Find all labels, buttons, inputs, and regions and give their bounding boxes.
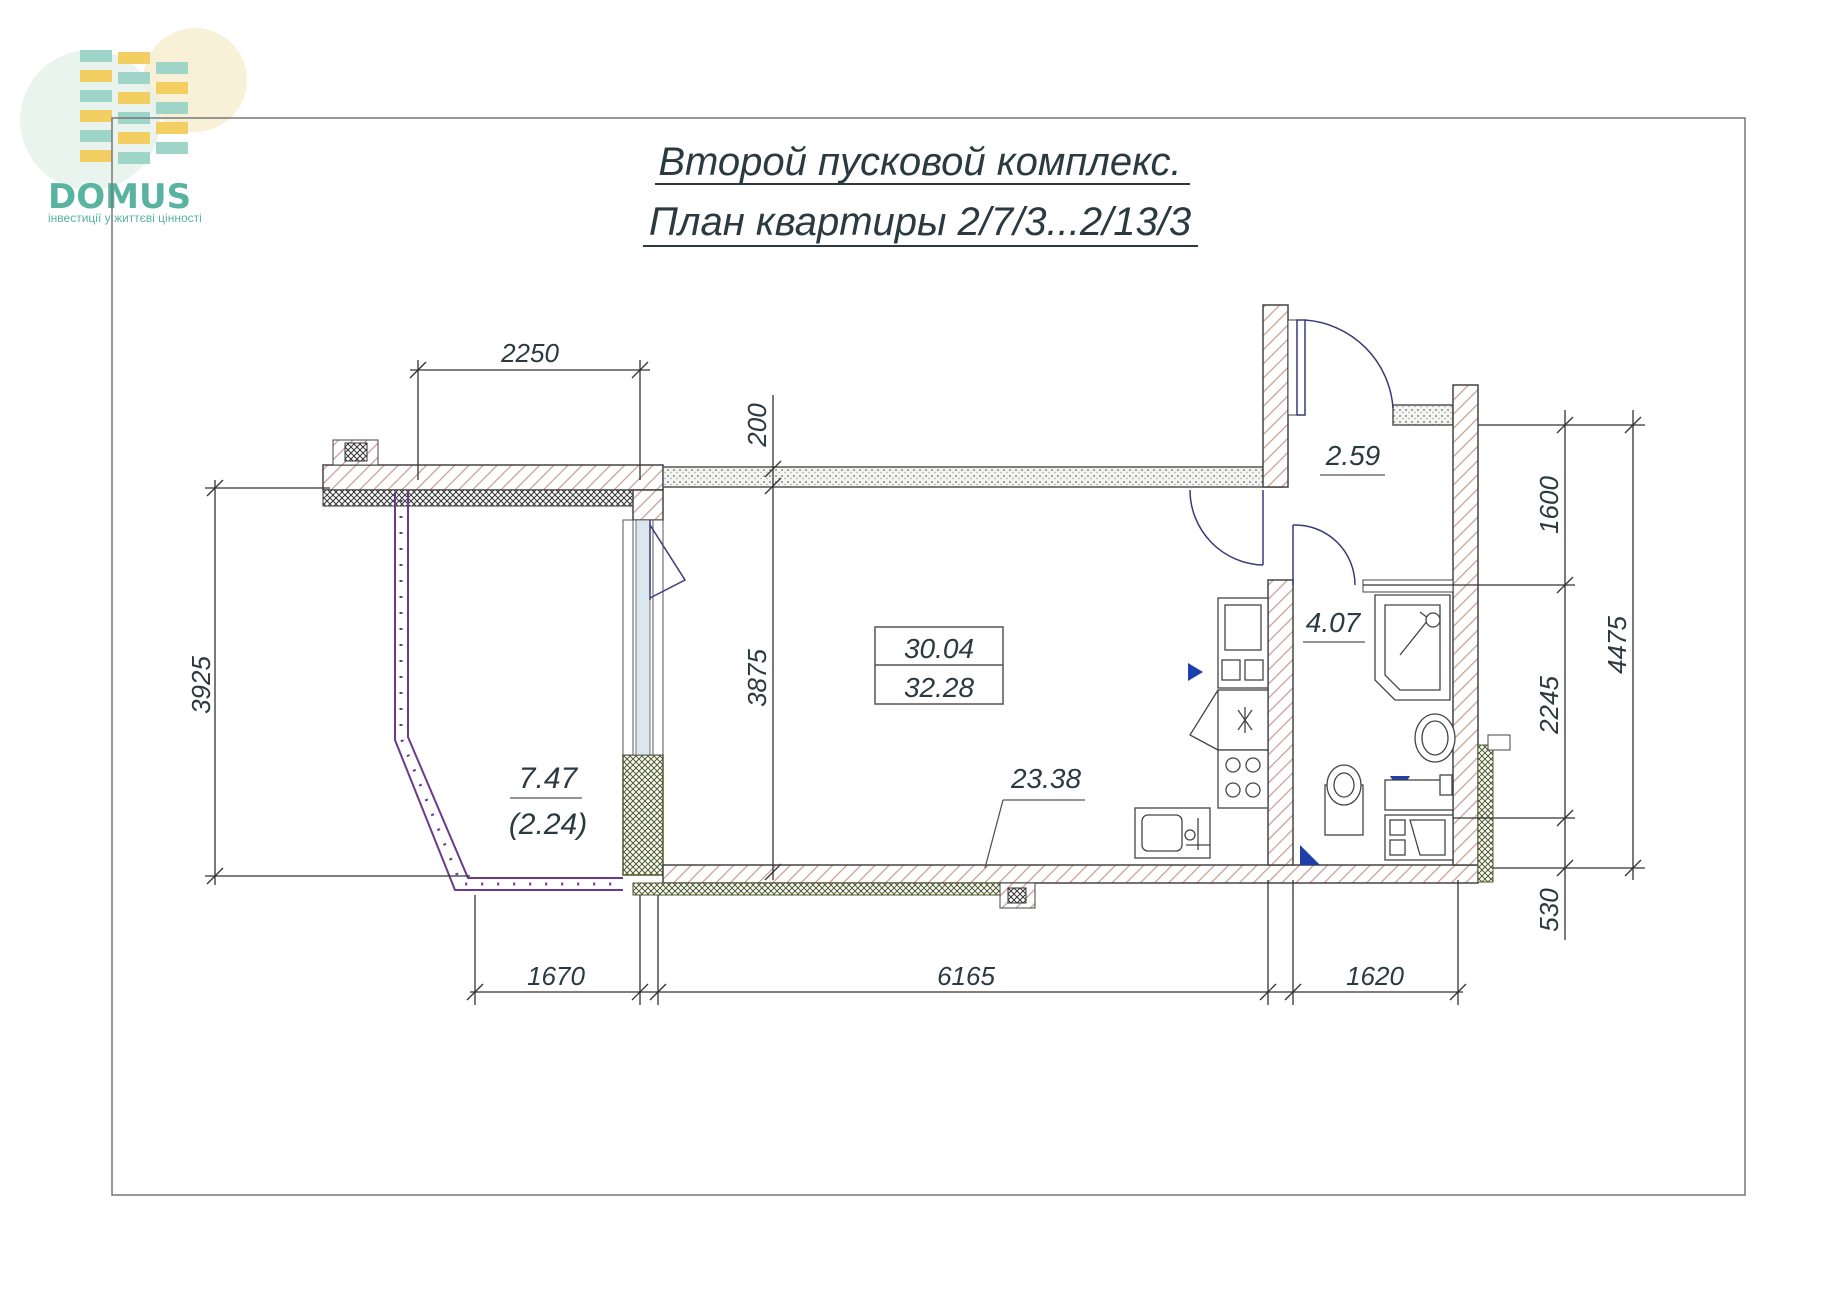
title-line-2: План квартиры 2/7/3...2/13/3 <box>649 200 1191 244</box>
riser-marker-icon <box>1300 845 1320 865</box>
dimension-lines <box>205 360 1645 1005</box>
area-hallway: 2.59 <box>1325 440 1381 471</box>
cooker-hood-icon <box>1217 689 1269 751</box>
kitchen-fixtures <box>1134 597 1269 859</box>
dim-right-530: 530 <box>1534 888 1564 932</box>
area-living-room: 23.38 <box>1010 763 1081 794</box>
dim-right-1600: 1600 <box>1534 476 1564 534</box>
area-loggia: 7.47 <box>519 762 579 795</box>
dim-bottom-loggia: 1670 <box>527 961 585 991</box>
dim-wall-200: 200 <box>742 403 772 448</box>
area-total-alt: 32.28 <box>904 672 974 703</box>
logo-building-icon <box>80 50 188 164</box>
dim-top-loggia: 2250 <box>500 338 559 368</box>
stove-icon <box>1217 749 1269 809</box>
doors <box>649 319 1394 600</box>
loggia-glazing <box>394 492 623 891</box>
bathroom-fixtures <box>1324 594 1456 861</box>
dimension-labels: 2250 200 3925 3875 1670 6165 1620 1600 2… <box>186 338 1632 991</box>
title-line-1: Второй пусковой комплекс. <box>658 140 1181 184</box>
dim-right-2245: 2245 <box>1534 676 1564 735</box>
drawing-frame <box>111 117 1746 1196</box>
dim-left-height: 3925 <box>186 656 216 714</box>
logo-tagline: інвестиції у життєві цінності <box>48 211 202 225</box>
plan-title: Второй пусковой комплекс. План квартиры … <box>643 140 1198 247</box>
area-bathroom: 4.07 <box>1306 607 1362 638</box>
dim-bottom-bath: 1620 <box>1346 961 1404 991</box>
area-loggia-reduced: (2.24) <box>509 808 587 841</box>
domus-logo: DOMUS інвестиції у життєві цінності <box>20 28 247 225</box>
walls <box>322 304 1511 909</box>
dim-bottom-room: 6165 <box>937 961 995 991</box>
riser-marker-icon <box>1188 663 1203 681</box>
logo-brand-text: DOMUS <box>48 177 191 217</box>
area-labels: 30.04 32.28 23.38 7.47 (2.24) 2.59 4.07 <box>509 440 1385 869</box>
dim-inner-height: 3875 <box>742 649 772 707</box>
dim-right-4475: 4475 <box>1602 616 1632 674</box>
area-total: 30.04 <box>904 633 974 664</box>
